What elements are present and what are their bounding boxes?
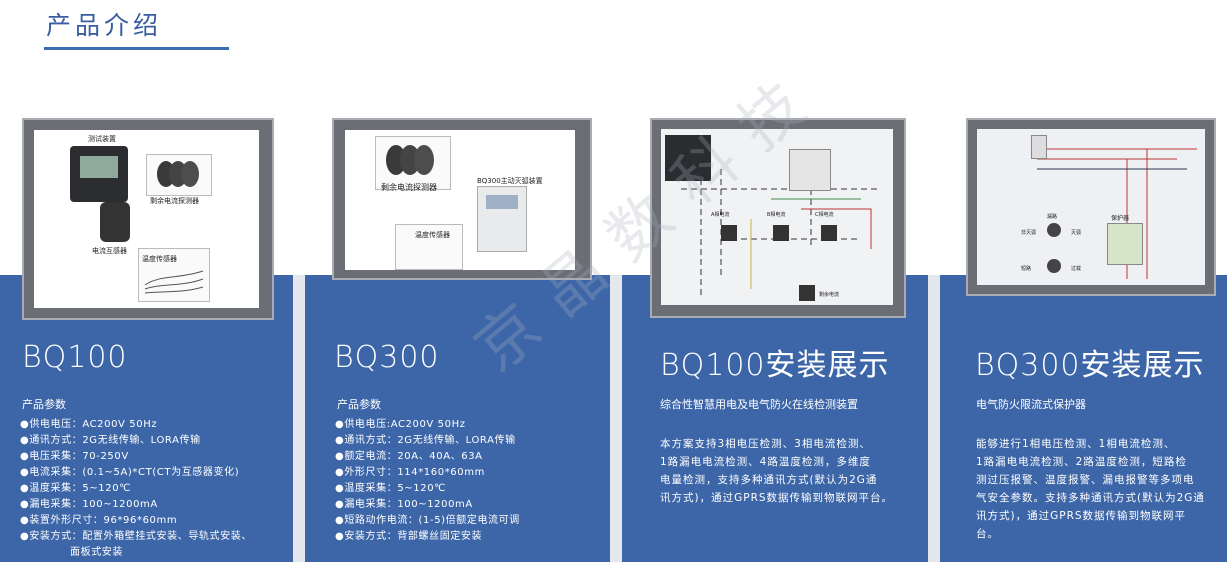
sensor-node-image (821, 225, 837, 241)
card-subtitle: 电气防火限流式保护器 (976, 398, 1086, 411)
temperature-sensor-image (138, 248, 210, 302)
spec-item: ●安装方式：背部螺丝固定安装 (335, 531, 483, 542)
photo-label: 温度传感器 (415, 231, 450, 239)
photo-label: 剩余电流探测器 (150, 197, 199, 205)
photo-label: 非灭弧 (1021, 230, 1037, 236)
card-bq300 (305, 275, 610, 562)
description-line: 讯方式)，通过GPRS数据传输到物联网平 (976, 510, 1187, 522)
bq300-product-photo: 剩余电流探测器 BQ300主动灭弧装置 温度传感器 (332, 118, 592, 280)
spec-item: ●漏电采集：100~1200mA (20, 499, 158, 510)
description-line: 测过压报警、温度报警、漏电报警等多项电 (976, 474, 1195, 486)
title-underline (44, 47, 229, 50)
spec-item: ●安装方式：配置外箱壁挂式安装、导轨式安装、 (20, 531, 252, 542)
description: 本方案支持3相电压检测、3相电流检测、 1路漏电电流检测、4路温度检测，多维度 … (660, 435, 893, 507)
protector-device-image (1107, 223, 1143, 265)
spec-item: 面板式安装 (70, 547, 123, 558)
spec-list: ●供电电压:AC200V 50Hz ●通讯方式：2G无线传输、LORA传输 ●额… (335, 417, 520, 545)
card-divider (928, 275, 940, 562)
spec-item: ●外形尺寸：114*160*60mm (335, 467, 485, 478)
spec-item: ●温度采集：5~120℃ (335, 483, 446, 494)
photo-label: 剩余电流探测器 (381, 183, 437, 192)
description: 能够进行1相电压检测、1相电流检测、 1路漏电电流检测、2路温度检测，短路检 测… (976, 435, 1205, 543)
card-title: BQ100 (22, 340, 128, 375)
card-subtitle: 产品参数 (337, 398, 381, 411)
card-divider (610, 275, 622, 562)
photo-label: 保护器 (1111, 215, 1130, 222)
photo-label: 漏路 (1047, 214, 1058, 220)
spec-item: ●通讯方式：2G无线传输、LORA传输 (20, 435, 201, 446)
spec-item: ●通讯方式：2G无线传输、LORA传输 (335, 435, 516, 446)
arc-suppression-device-image (477, 186, 527, 252)
knob-switch-image (1047, 259, 1061, 273)
leakage-detector-image (146, 154, 212, 196)
description-line: 台。 (976, 528, 999, 540)
spec-item: ●漏电采集：100~1200mA (335, 499, 473, 510)
description-line: 讯方式)，通过GPRS数据传输到物联网平台。 (660, 492, 894, 504)
description-line: 本方案支持3相电压检测、3相电流检测、 (660, 438, 871, 450)
card-title: BQ100安装展示 (660, 348, 890, 383)
photo-label: 短路 (1021, 266, 1032, 272)
spec-item: ●装置外形尺寸：96*96*60mm (20, 515, 178, 526)
photo-label: 电流互感器 (92, 247, 127, 255)
spec-item: ●额定电流：20A、40A、63A (335, 451, 483, 462)
description-line: 气安全参数。支持多种通讯方式(默认为2G通 (976, 492, 1205, 504)
monitor-device-image (665, 135, 711, 181)
photo-label: C相电流 (815, 212, 834, 218)
breaker-image (789, 149, 831, 191)
spec-item: ●供电电压:AC200V 50Hz (335, 419, 466, 430)
leakage-detector-image (375, 136, 451, 190)
bq100-product-photo: 测试装置 剩余电流探测器 电流互感器 温度传感器 (22, 118, 274, 320)
spec-item: ●电流采集：(0.1~5A)*CT(CT为互感器变化) (20, 467, 240, 478)
card-bq100-install (622, 275, 928, 562)
sensor-node-image (721, 225, 737, 241)
description-line: 1路漏电电流检测、2路温度检测，短路检 (976, 456, 1187, 468)
bq100-install-photo: A相电流 B相电流 C相电流 剩余电流 (650, 118, 906, 318)
photo-label: 测试装置 (88, 135, 116, 143)
monitor-device-image (70, 146, 128, 202)
photo-label: 灭弧 (1071, 230, 1082, 236)
breaker-image (1031, 135, 1047, 159)
spec-list: ●供电电压：AC200V 50Hz ●通讯方式：2G无线传输、LORA传输 ●电… (20, 417, 252, 561)
photo-label: A相电流 (711, 212, 730, 218)
photo-label: 温度传感器 (142, 255, 177, 263)
sensor-node-image (773, 225, 789, 241)
card-bq300-install (940, 275, 1227, 562)
sensor-node-image (799, 285, 815, 301)
description-line: 电量检测，支持多种通讯方式(默认为2G通 (660, 474, 878, 486)
photo-label: 过载 (1071, 266, 1082, 272)
card-subtitle: 产品参数 (22, 398, 66, 411)
spec-item: ●电压采集：70-250V (20, 451, 129, 462)
spec-item: ●供电电压：AC200V 50Hz (20, 419, 158, 430)
card-subtitle: 综合性智慧用电及电气防火在线检测装置 (660, 398, 858, 411)
photo-label: BQ300主动灭弧装置 (477, 177, 543, 185)
bq300-install-photo: 保护器 漏路 非灭弧 灭弧 短路 过载 (966, 118, 1216, 296)
description-line: 1路漏电电流检测、4路温度检测，多维度 (660, 456, 871, 468)
description-line: 能够进行1相电压检测、1相电流检测、 (976, 438, 1176, 450)
card-bq100 (0, 275, 293, 562)
page-title: 产品介绍 (46, 11, 163, 40)
temperature-sensor-image (395, 224, 463, 270)
knob-switch-image (1047, 223, 1061, 237)
card-title: BQ300安装展示 (975, 348, 1205, 383)
spec-item: ●温度采集：5~120℃ (20, 483, 131, 494)
photo-label: B相电流 (767, 212, 786, 218)
card-divider (293, 275, 305, 562)
spec-item: ●短路动作电流：(1-5)倍额定电流可调 (335, 515, 520, 526)
current-transformer-image (100, 202, 130, 242)
card-title: BQ300 (334, 340, 440, 375)
photo-label: 剩余电流 (819, 292, 840, 298)
